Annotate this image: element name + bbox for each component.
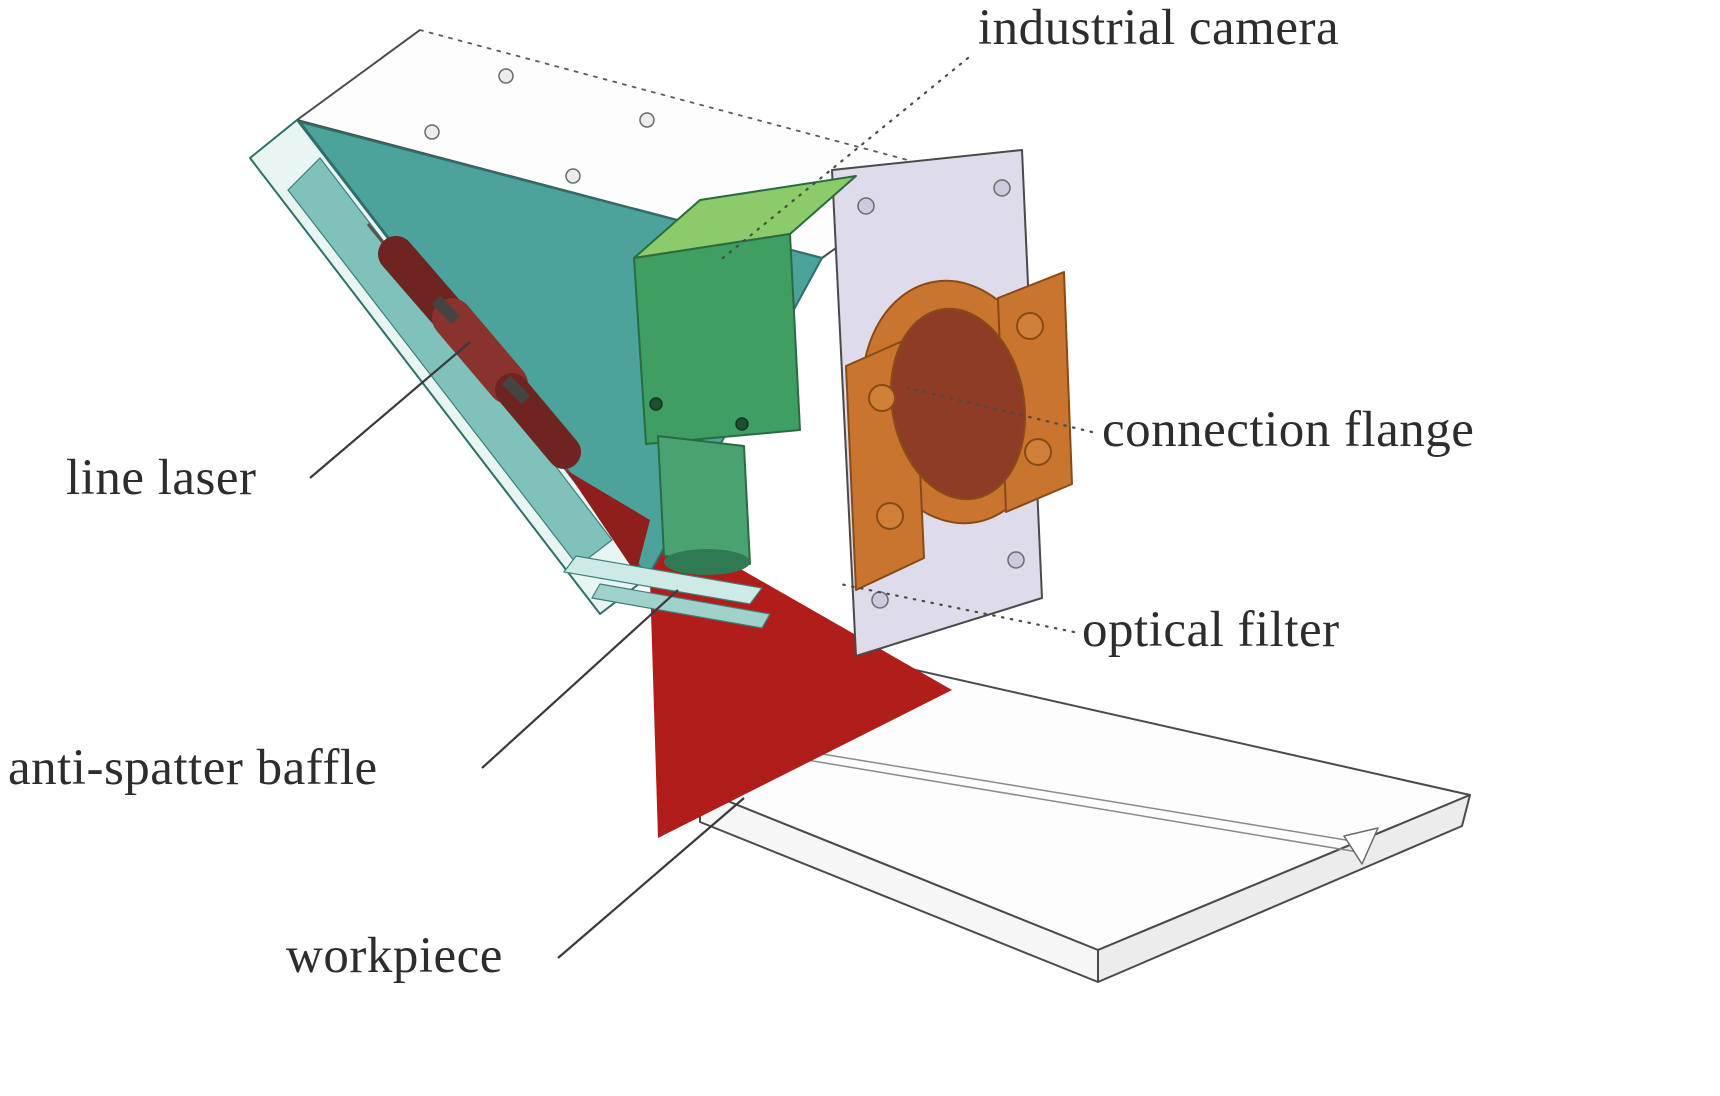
leader-anti-spatter-baffle: [481, 589, 679, 769]
baffle-plate-1: [562, 555, 764, 605]
camera-screw-icon: [649, 397, 663, 411]
mounting-plate-hole-icon: [871, 591, 889, 609]
workpiece-groove-notch: [1343, 827, 1379, 865]
flange-bolt-hole-icon: [868, 384, 896, 412]
flange-center-disc: [889, 307, 1027, 501]
workpiece-front-right-edge: [1097, 794, 1471, 983]
flange-bolt-hole-icon: [1016, 312, 1044, 340]
laser-module-cylinder: [432, 298, 528, 404]
top-plate-screw-icon: [565, 168, 581, 184]
workpiece-part: [699, 656, 1471, 983]
label-anti-spatter-baffle: anti-spatter baffle: [8, 740, 378, 796]
top-plate-screw-icon: [424, 124, 440, 140]
top-plate-screw-icon: [498, 68, 514, 84]
camera-lens-cylinder: [657, 435, 751, 565]
leader-workpiece: [557, 797, 745, 959]
leader-line-laser: [309, 341, 471, 479]
top-plate-back-edge: [419, 29, 946, 171]
label-optical-filter: optical filter: [1082, 602, 1340, 658]
label-connection-flange: connection flange: [1102, 402, 1475, 458]
baffle-plate-2: [591, 583, 771, 629]
workpiece-groove-line-2: [764, 752, 1365, 854]
laser-bracket: [431, 295, 461, 325]
mounting-plate-hole-icon: [993, 179, 1011, 197]
leader-optical-filter: [838, 582, 1076, 634]
camera-screw-icon: [735, 417, 749, 431]
label-line-laser: line laser: [66, 450, 257, 506]
camera-front-face: [633, 233, 801, 445]
top-plate-screw-icon: [639, 112, 655, 128]
top-plate-left-edge: [296, 29, 421, 121]
flange-bolt-hole-icon: [1024, 438, 1052, 466]
mounting-plate-hole-icon: [857, 197, 875, 215]
label-industrial-camera: industrial camera: [978, 0, 1340, 56]
label-workpiece: workpiece: [286, 928, 503, 984]
leader-industrial-camera: [716, 56, 970, 264]
connection-flange-part: [845, 271, 1073, 591]
mounting-plate-hole-icon: [1007, 551, 1025, 569]
flange-bolt-hole-icon: [876, 502, 904, 530]
laser-bracket: [501, 375, 531, 405]
industrial-camera-part: [633, 175, 857, 575]
workpiece-groove-line-1: [754, 742, 1359, 843]
line-laser-part: [249, 119, 649, 615]
camera-lens-cap: [664, 549, 750, 575]
anti-spatter-baffle-part: [562, 555, 771, 629]
laser-beam-exit: [566, 470, 650, 574]
